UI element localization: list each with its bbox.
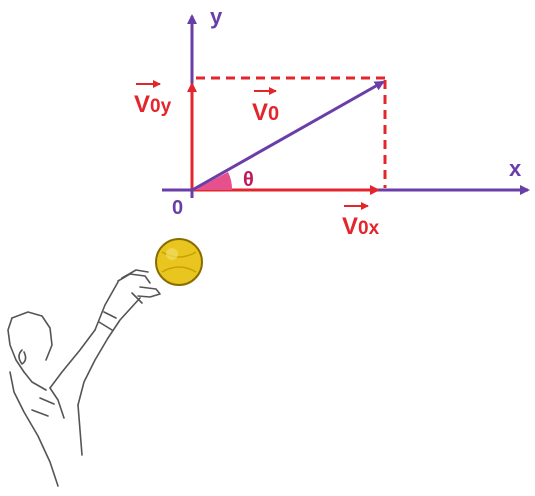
v0y-label: V0y bbox=[134, 91, 172, 118]
x-axis-label: x bbox=[509, 156, 522, 181]
angle-label: θ bbox=[243, 169, 254, 191]
v0x-label: V0x bbox=[342, 213, 380, 240]
thrower-sketch bbox=[7, 269, 161, 487]
ball bbox=[155, 238, 203, 286]
origin-label: 0 bbox=[172, 197, 183, 219]
v0-vector bbox=[193, 80, 385, 191]
angle-wedge bbox=[194, 172, 233, 190]
y-axis-label: y bbox=[210, 4, 223, 29]
v0-label: V0 bbox=[252, 99, 279, 126]
